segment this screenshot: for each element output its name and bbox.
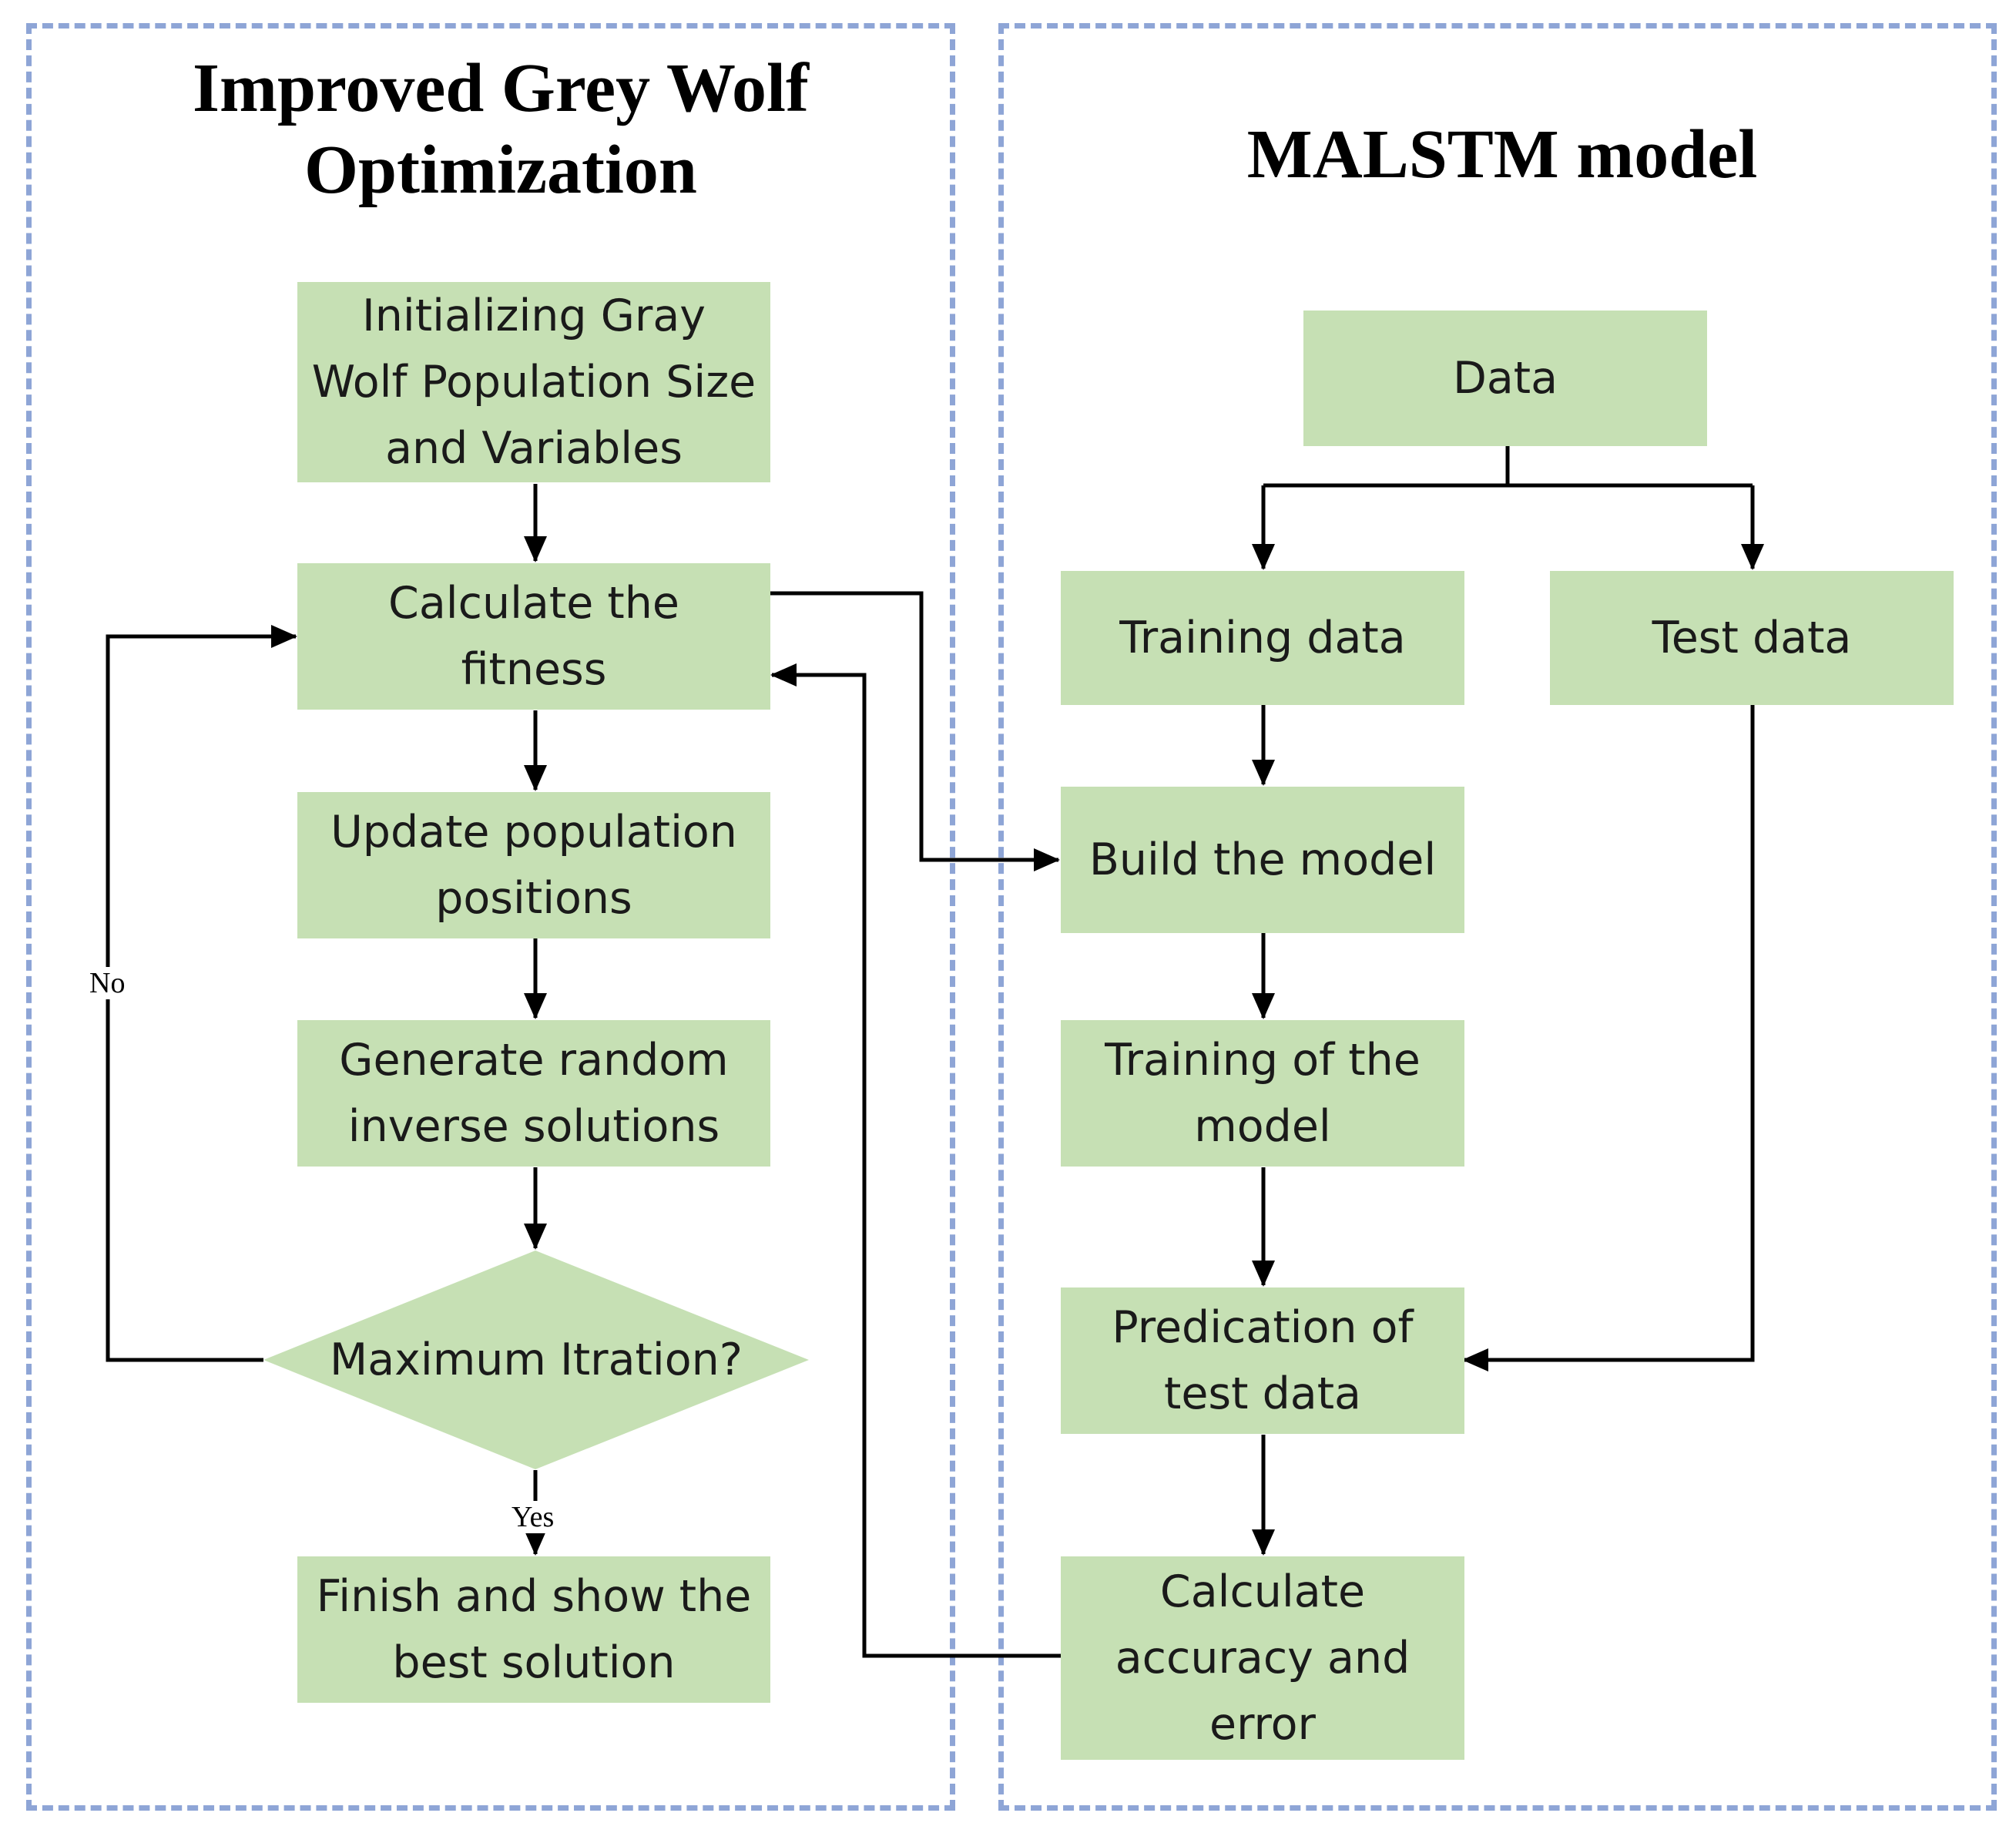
prediction-box: Predication of test data: [1061, 1287, 1464, 1434]
arrow-test-data-to-prediction: [1462, 704, 1755, 1371]
igwo-panel: [26, 23, 955, 1811]
arrow-accuracy-to-fitness: [770, 663, 1062, 1658]
max-iteration-diamond: [263, 1251, 809, 1469]
calculate-fitness-box: Calculate the fitness: [297, 563, 770, 710]
finish-box: Finish and show the best solution: [297, 1556, 770, 1703]
training-data-box: Training data: [1061, 571, 1464, 705]
arrow-data-split: [1263, 445, 1753, 488]
init-population-box: Initializing Gray Wolf Population Size a…: [297, 282, 770, 482]
no-label: No: [86, 967, 129, 999]
malstm-title: MALSTM model: [1246, 116, 1758, 193]
generate-inverse-box: Generate random inverse solutions: [297, 1020, 770, 1167]
malstm-panel: [998, 23, 1997, 1811]
test-data-box: Test data: [1550, 571, 1954, 705]
data-box: Data: [1303, 311, 1707, 446]
max-iteration-label: Maximum Itration?: [330, 1334, 743, 1385]
update-positions-box: Update population positions: [297, 792, 770, 938]
accuracy-error-box: Calculate accuracy and error: [1061, 1556, 1464, 1760]
training-model-box: Training of the model: [1061, 1020, 1464, 1167]
build-model-box: Build the model: [1061, 787, 1464, 933]
igwo-title: Improved Grey Wolf Optimization: [192, 50, 810, 209]
arrow-fitness-to-build: [769, 591, 1060, 871]
yes-label: Yes: [508, 1501, 558, 1533]
